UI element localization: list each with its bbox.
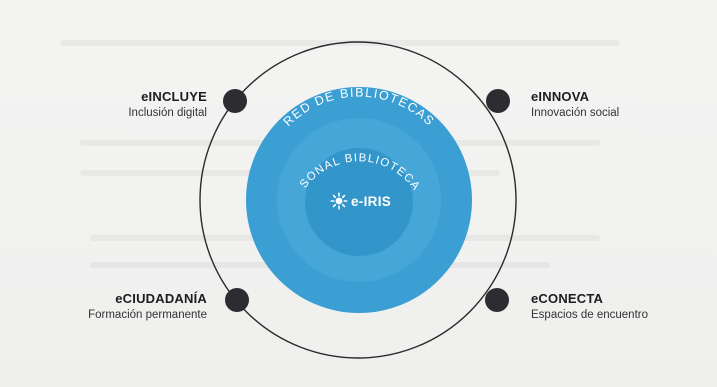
node-dot-eincluye xyxy=(223,89,247,113)
sun-burst-icon xyxy=(330,192,348,210)
node-title: eINCLUYE xyxy=(141,89,207,104)
node-eciudadania: eCIUDADANÍA Formación permanente xyxy=(88,291,207,322)
node-subtitle: Inclusión digital xyxy=(128,106,207,119)
node-title: eCONECTA xyxy=(531,291,604,306)
node-econecta: eCONECTA Espacios de encuentro xyxy=(531,291,648,322)
node-einnova: eINNOVA Innovación social xyxy=(531,89,620,120)
eiris-logo-text: e-IRIS xyxy=(351,193,392,209)
node-title: eCIUDADANÍA xyxy=(115,291,207,306)
eiris-core-disc xyxy=(305,148,413,256)
node-title: eINNOVA xyxy=(531,89,590,104)
node-eincluye: eINCLUYE Inclusión digital xyxy=(128,89,207,120)
eiris-logo: e-IRIS xyxy=(330,192,391,210)
node-subtitle: Formación permanente xyxy=(88,308,207,321)
node-dot-econecta xyxy=(485,288,509,312)
node-dot-einnova xyxy=(486,89,510,113)
node-subtitle: Innovación social xyxy=(531,106,620,119)
node-dot-eciudadania xyxy=(225,288,249,312)
outer-ring-line xyxy=(199,41,517,359)
node-subtitle: Espacios de encuentro xyxy=(531,308,648,321)
